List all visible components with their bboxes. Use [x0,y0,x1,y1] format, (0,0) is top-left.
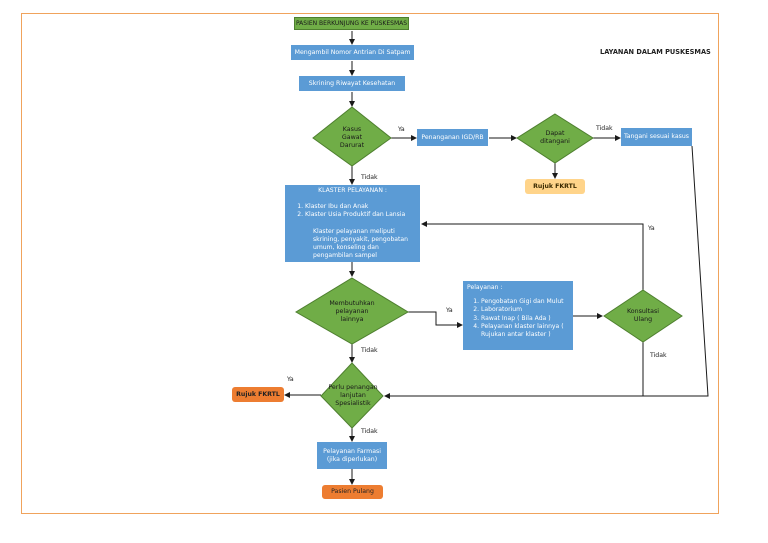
tangani-box: Tangani sesuai kasus [621,128,692,146]
diagram-frame [21,13,719,514]
edge-label-ya: Ya [287,376,294,383]
klaster-item: Klaster Usia Produktif dan Lansia [305,211,414,219]
pelayanan-item: Pengobatan Gigi dan Mulut [481,298,569,306]
decision-perlu [320,362,384,429]
klaster-item: Klaster Ibu dan Anak [305,203,414,211]
page-title: LAYANAN DALAM PUSKESMAS [600,48,711,56]
pelayanan-item: Laboratorium [481,306,569,314]
antrian-box: Mengambil Nomor Antrian Di Satpam [291,45,414,60]
rujuk-fkrtl-left: Rujuk FKRTL [232,387,284,402]
arrow-tangani-return [384,145,709,399]
klaster-list: Klaster Ibu dan Anak Klaster Usia Produk… [291,203,414,219]
decision-kasus [312,106,392,167]
pelayanan-item: Rawat Inap ( Bila Ada ) [481,315,569,323]
edge-label-tidak: Tidak [361,174,378,181]
pelayanan-list: Pengobatan Gigi dan Mulut Laboratorium R… [467,298,569,339]
edge-label-tidak: Tidak [650,352,667,359]
klaster-box: KLASTER PELAYANAN : Klaster Ibu dan Anak… [285,185,420,262]
klaster-title: KLASTER PELAYANAN : [318,187,387,194]
edge-label-tidak: Tidak [596,125,613,132]
edge-label-tidak: Tidak [361,428,378,435]
farmasi-box: Pelayanan Farmasi (jika diperlukan) [317,442,387,469]
pasien-pulang: Pasien Pulang [322,485,383,499]
arrow-membutuhkan-pelayanan [408,311,463,328]
edge-label-ya: Ya [446,307,453,314]
klaster-note: Klaster pelayanan meliputi skrining, pen… [313,227,409,260]
start-node: PASIEN BERKUNJUNG KE PUSKESMAS [294,17,409,30]
edge-label-ya: Ya [648,225,655,232]
edge-label-ya: Ya [398,126,405,133]
pelayanan-title: Pelayanan : [467,284,503,291]
igd-box: Penanganan IGD/RB [417,129,488,146]
skrining-box: Skrining Riwayat Kesehatan [299,76,405,91]
decision-membutuhkan [295,277,409,345]
rujuk-fkrtl-top: Rujuk FKRTL [525,179,585,194]
decision-dapat [516,113,594,164]
pelayanan-box: Pelayanan : Pengobatan Gigi dan Mulut La… [463,281,573,350]
arrow-konsultasi-klaster [421,221,644,290]
pelayanan-item: Pelayanan klaster lainnya ( Rujukan anta… [481,323,569,339]
decision-konsultasi [603,289,683,343]
edge-label-tidak: Tidak [361,347,378,354]
